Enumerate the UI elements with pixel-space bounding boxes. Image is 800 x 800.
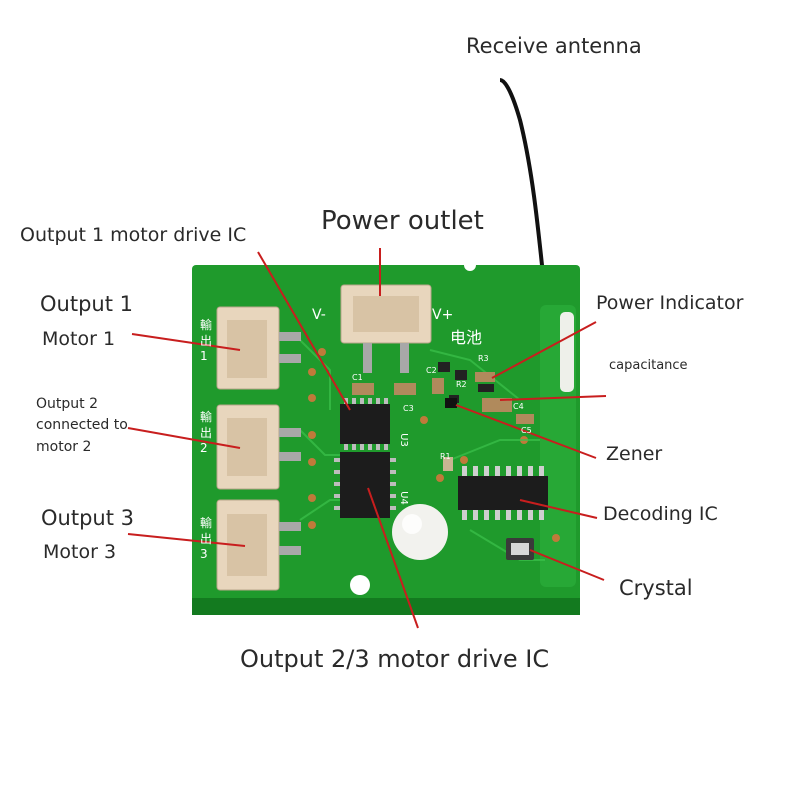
- connector-output-1: [216, 306, 301, 390]
- label-zener: Zener: [606, 443, 663, 465]
- leader-zener: [455, 404, 597, 459]
- leader-motor1: [131, 333, 241, 351]
- smd-capacitors: [352, 372, 534, 424]
- label-motor3: Motor 3: [43, 541, 117, 563]
- leader-decoding-ic: [519, 499, 598, 519]
- leader-crystal: [529, 549, 605, 581]
- leader-motor3: [127, 533, 246, 547]
- label-decoding-ic: Decoding IC: [603, 503, 718, 525]
- mount-hole: [464, 259, 476, 271]
- ic-u4: [334, 452, 396, 518]
- silk-r1: R1: [440, 452, 451, 461]
- vias: [308, 348, 560, 542]
- silk-c4: C4: [513, 402, 524, 411]
- label-motor1: Motor 1: [42, 328, 116, 350]
- label-output2-line3: motor 2: [36, 439, 92, 455]
- leader-output1-ic: [257, 251, 351, 411]
- label-receive-antenna: Receive antenna: [466, 34, 642, 58]
- silk-c5: C5: [521, 426, 532, 435]
- silk-v-minus: V-: [312, 307, 326, 323]
- label-output1: Output 1: [40, 292, 133, 316]
- power-indicator-led: [560, 312, 574, 392]
- leader-output23-ic: [367, 487, 419, 629]
- connector-output-3: [216, 499, 301, 591]
- label-output3: Output 3: [41, 506, 134, 530]
- silk-v-plus: V+: [432, 307, 454, 323]
- leader-lines: [127, 248, 607, 629]
- leader-output2: [127, 427, 241, 449]
- ic-decoder: [458, 466, 548, 520]
- label-crystal: Crystal: [619, 576, 693, 600]
- label-output23-drive-ic: Output 2/3 motor drive IC: [240, 645, 550, 673]
- silk-r3: R3: [478, 354, 489, 363]
- silk-c3: C3: [403, 404, 414, 413]
- mount-hole: [350, 575, 370, 595]
- silk-r2: R2: [456, 380, 467, 389]
- silk-c1: C1: [352, 373, 363, 382]
- round-component: [392, 504, 448, 560]
- silk-out1: 輸出1: [200, 318, 213, 364]
- silk-out2: 輸出2: [200, 410, 213, 456]
- label-output2-line1: Output 2: [36, 396, 98, 412]
- silk-u4: U4: [397, 491, 409, 505]
- ic-u3: [340, 398, 390, 450]
- zener-diode: [445, 398, 457, 408]
- pcb-traces: [299, 339, 545, 561]
- connector-output-2: [216, 404, 301, 490]
- crystal-component: [506, 538, 534, 560]
- pcb-edge-shade: [192, 598, 580, 615]
- label-output2-line2: connected to: [36, 417, 128, 433]
- leader-power-indicator: [491, 321, 597, 379]
- label-power-outlet: Power outlet: [321, 206, 484, 236]
- silk-u3: U3: [397, 433, 409, 447]
- label-power-indicator: Power Indicator: [596, 292, 744, 314]
- connector-power: [340, 284, 432, 373]
- label-capacitance: capacitance: [609, 358, 688, 373]
- silk-c2: C2: [426, 366, 437, 375]
- leader-capacitance: [499, 395, 607, 401]
- silk-out3: 輸出3: [200, 516, 213, 562]
- label-output1-drive-ic: Output 1 motor drive IC: [20, 224, 247, 246]
- silk-battery: 电池: [450, 328, 483, 347]
